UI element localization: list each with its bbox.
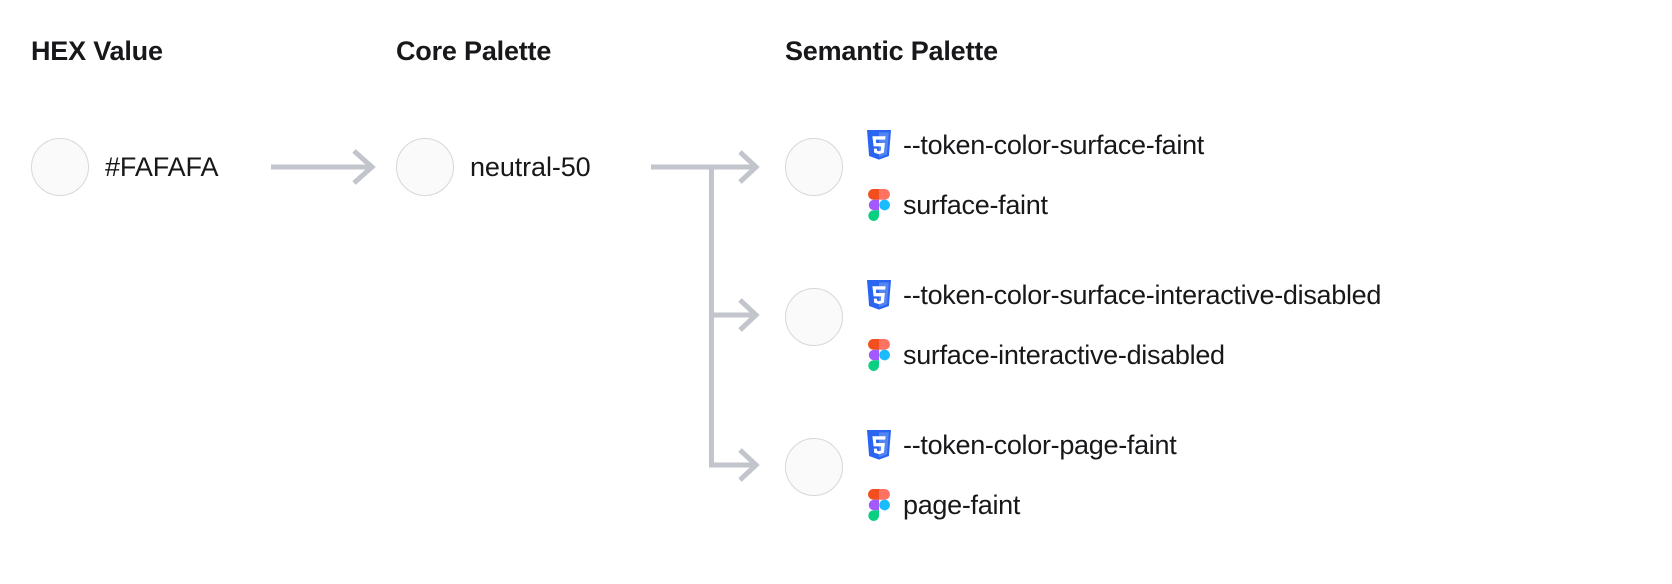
figma-token-line: page-faint <box>866 475 1656 535</box>
swatch-hex-value <box>31 138 89 196</box>
figma-token-line: surface-interactive-disabled <box>866 325 1656 385</box>
figma-token-label: surface-interactive-disabled <box>903 339 1225 370</box>
figma-icon <box>866 189 892 221</box>
css3-icon <box>866 430 892 460</box>
column-header-core-palette: Core Palette <box>396 36 552 66</box>
css-token-line: --token-color-page-faint <box>866 415 1656 475</box>
swatch-semantic-surface-faint <box>785 138 843 196</box>
semantic-row: --token-color-surface-interactive-disabl… <box>866 265 1656 385</box>
swatch-core-palette <box>396 138 454 196</box>
swatch-semantic-surface-interactive-disabled <box>785 288 843 346</box>
figma-token-line: surface-faint <box>866 175 1656 235</box>
semantic-row: --token-color-surface-faint surface-fain… <box>866 115 1656 235</box>
figma-token-label: page-faint <box>903 489 1021 520</box>
hex-value-label: #FAFAFA <box>105 152 219 182</box>
figma-icon <box>866 489 892 521</box>
css-token-label: --token-color-surface-interactive-disabl… <box>903 279 1382 310</box>
semantic-row: --token-color-page-faint page-faint <box>866 415 1656 535</box>
column-header-hex-value: HEX Value <box>31 36 163 66</box>
css-token-line: --token-color-surface-interactive-disabl… <box>866 265 1656 325</box>
css-token-label: --token-color-surface-faint <box>903 129 1205 160</box>
css-token-label: --token-color-page-faint <box>903 429 1177 460</box>
css3-icon <box>866 130 892 160</box>
column-header-semantic-palette: Semantic Palette <box>785 36 998 66</box>
figma-icon <box>866 339 892 371</box>
css-token-line: --token-color-surface-faint <box>866 115 1656 175</box>
core-palette-label: neutral-50 <box>470 152 591 182</box>
css3-icon <box>866 280 892 310</box>
swatch-semantic-page-faint <box>785 438 843 496</box>
figma-token-label: surface-faint <box>903 189 1048 220</box>
